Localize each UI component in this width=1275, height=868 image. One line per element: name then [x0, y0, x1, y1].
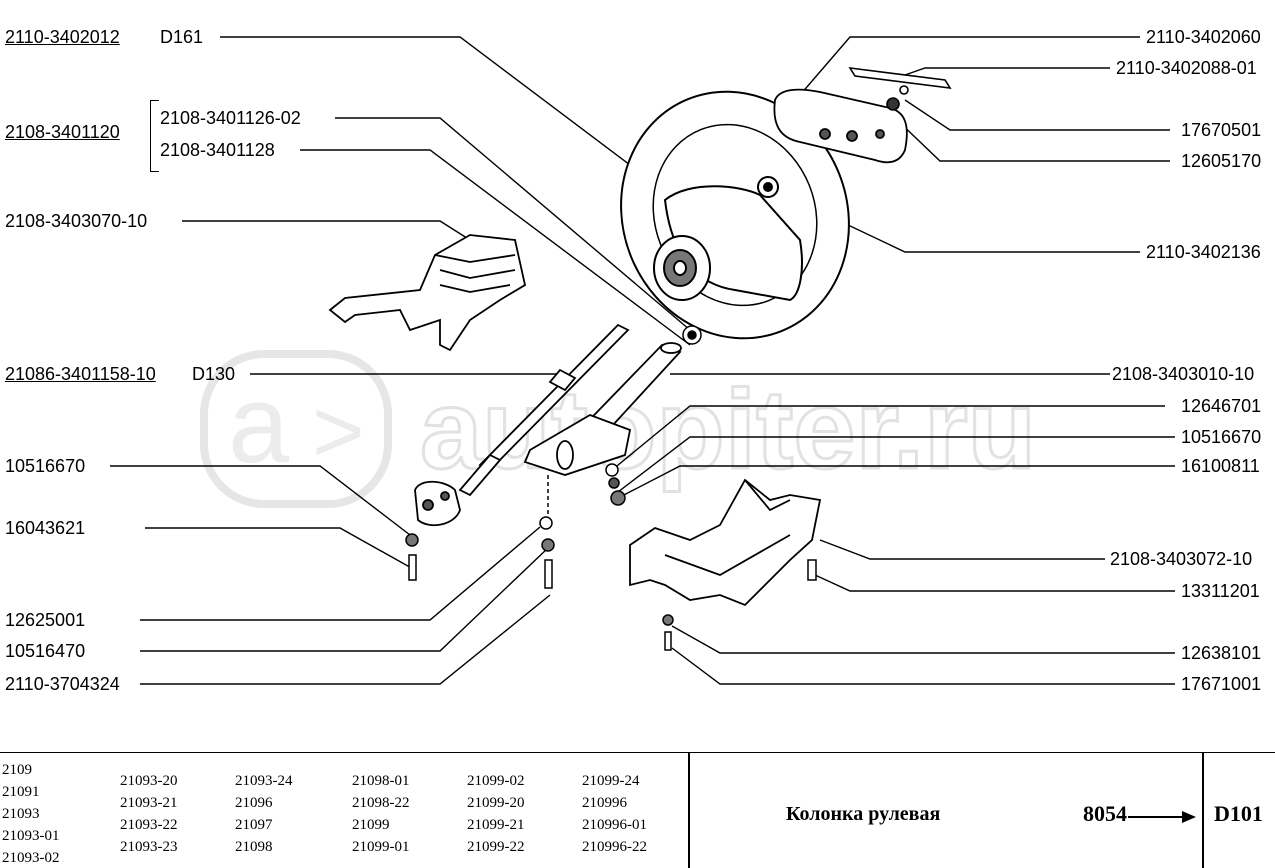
- part-label-right-4[interactable]: 12605170: [1181, 151, 1262, 171]
- part-label-left-5[interactable]: 10516670: [5, 456, 86, 476]
- part-label-right-12[interactable]: 12638101: [1181, 643, 1262, 663]
- models-column-3: 21093-24 21096 21097 21098: [235, 770, 293, 858]
- part-label-left-6[interactable]: 16043621: [5, 518, 86, 538]
- part-label-left-3[interactable]: 2108-3403070-10: [5, 211, 148, 231]
- part-label-right-10[interactable]: 2108-3403072-10: [1110, 549, 1253, 569]
- part-label-left-2[interactable]: 2108-3401120: [5, 122, 120, 142]
- model-item: 21099-20: [467, 795, 525, 811]
- model-item: 21093-24: [235, 773, 293, 789]
- model-item: 21098-22: [352, 795, 410, 811]
- model-item: 210996-22: [582, 839, 647, 855]
- page-code: D101: [1214, 801, 1263, 826]
- models-column-5: 21099-02 21099-20 21099-21 21099-22: [467, 770, 525, 858]
- model-item: 21093-01: [2, 828, 60, 844]
- part-label-left-9[interactable]: 2110-3704324: [5, 674, 120, 694]
- models-column-2: 21093-20 21093-21 21093-22 21093-23: [120, 770, 178, 858]
- section-code: 8054: [1083, 801, 1127, 826]
- steering-wheel: [620, 90, 850, 340]
- exploded-view-drawing: [110, 36, 1175, 685]
- part-label-right-8[interactable]: 10516670: [1181, 427, 1262, 447]
- model-item: 210996: [582, 795, 627, 811]
- lower-cover: [629, 478, 822, 607]
- model-item: 2109: [2, 762, 32, 778]
- upper-cover: [328, 234, 527, 352]
- part-label-left-1[interactable]: 2110-3402012: [5, 27, 120, 47]
- part-label-right-11[interactable]: 13311201: [1181, 581, 1260, 601]
- model-item: 21093-21: [120, 795, 178, 811]
- leader-lines: [110, 36, 1175, 685]
- part-label-right-6[interactable]: 2108-3403010-10: [1112, 364, 1255, 384]
- svg-text:>: >: [312, 382, 365, 482]
- footer-divider: [688, 753, 690, 868]
- model-item: 21099-22: [467, 839, 525, 855]
- model-item: 21099-24: [582, 773, 640, 789]
- part-size-label-4: D130: [192, 364, 236, 384]
- part-label-right-5[interactable]: 2110-3402136: [1146, 242, 1261, 262]
- model-item: 21099-21: [467, 817, 525, 833]
- part-label-left-7[interactable]: 12625001: [5, 610, 86, 630]
- models-column-4: 21098-01 21098-22 21099 21099-01: [352, 770, 410, 858]
- part-label-right-2[interactable]: 2110-3402088-01: [1116, 58, 1257, 78]
- footer-stamp: 2109 21091 21093 21093-01 21093-02 21093…: [0, 752, 1275, 868]
- model-item: 21099-01: [352, 839, 410, 855]
- models-column-1: 2109 21091 21093 21093-01 21093-02: [2, 759, 60, 868]
- model-item: 210996-01: [582, 817, 647, 833]
- steering-shaft: [414, 323, 630, 527]
- part-label-left-4[interactable]: 21086-3401158-10: [5, 364, 156, 384]
- model-item: 21096: [235, 795, 273, 811]
- part-label-right-7[interactable]: 12646701: [1181, 396, 1262, 416]
- part-label-left-2b[interactable]: 2108-3401128: [160, 140, 275, 160]
- model-item: 21099-02: [467, 773, 525, 789]
- group-bracket: [150, 100, 159, 172]
- diagram-title: Колонка рулевая: [786, 803, 941, 825]
- model-item: 21093-22: [120, 817, 178, 833]
- column-tube: [523, 342, 682, 476]
- trim-strip: [848, 66, 952, 111]
- part-label-right-3[interactable]: 17670501: [1181, 120, 1262, 140]
- part-label-right-9[interactable]: 16100811: [1181, 456, 1260, 476]
- part-label-left-8[interactable]: 10516470: [5, 641, 86, 661]
- horn-pad: [773, 88, 908, 164]
- model-item: 21091: [2, 784, 40, 800]
- model-item: 21093-02: [2, 850, 60, 866]
- part-label-left-2a[interactable]: 2108-3401126-02: [160, 108, 301, 128]
- part-label-right-13[interactable]: 17671001: [1181, 674, 1262, 694]
- models-column-6: 21099-24 210996 210996-01 210996-22: [582, 770, 647, 858]
- model-item: 21097: [235, 817, 273, 833]
- part-size-label-1: D161: [160, 27, 204, 47]
- model-item: 21098: [235, 839, 273, 855]
- model-item: 21093: [2, 806, 40, 822]
- model-item: 21099: [352, 817, 390, 833]
- arrow-right-icon: [1128, 811, 1196, 823]
- part-label-right-1[interactable]: 2110-3402060: [1146, 27, 1261, 47]
- model-item: 21093-20: [120, 773, 178, 789]
- fasteners: [405, 325, 817, 651]
- model-item: 21098-01: [352, 773, 410, 789]
- model-item: 21093-23: [120, 839, 178, 855]
- footer-divider: [1202, 753, 1204, 868]
